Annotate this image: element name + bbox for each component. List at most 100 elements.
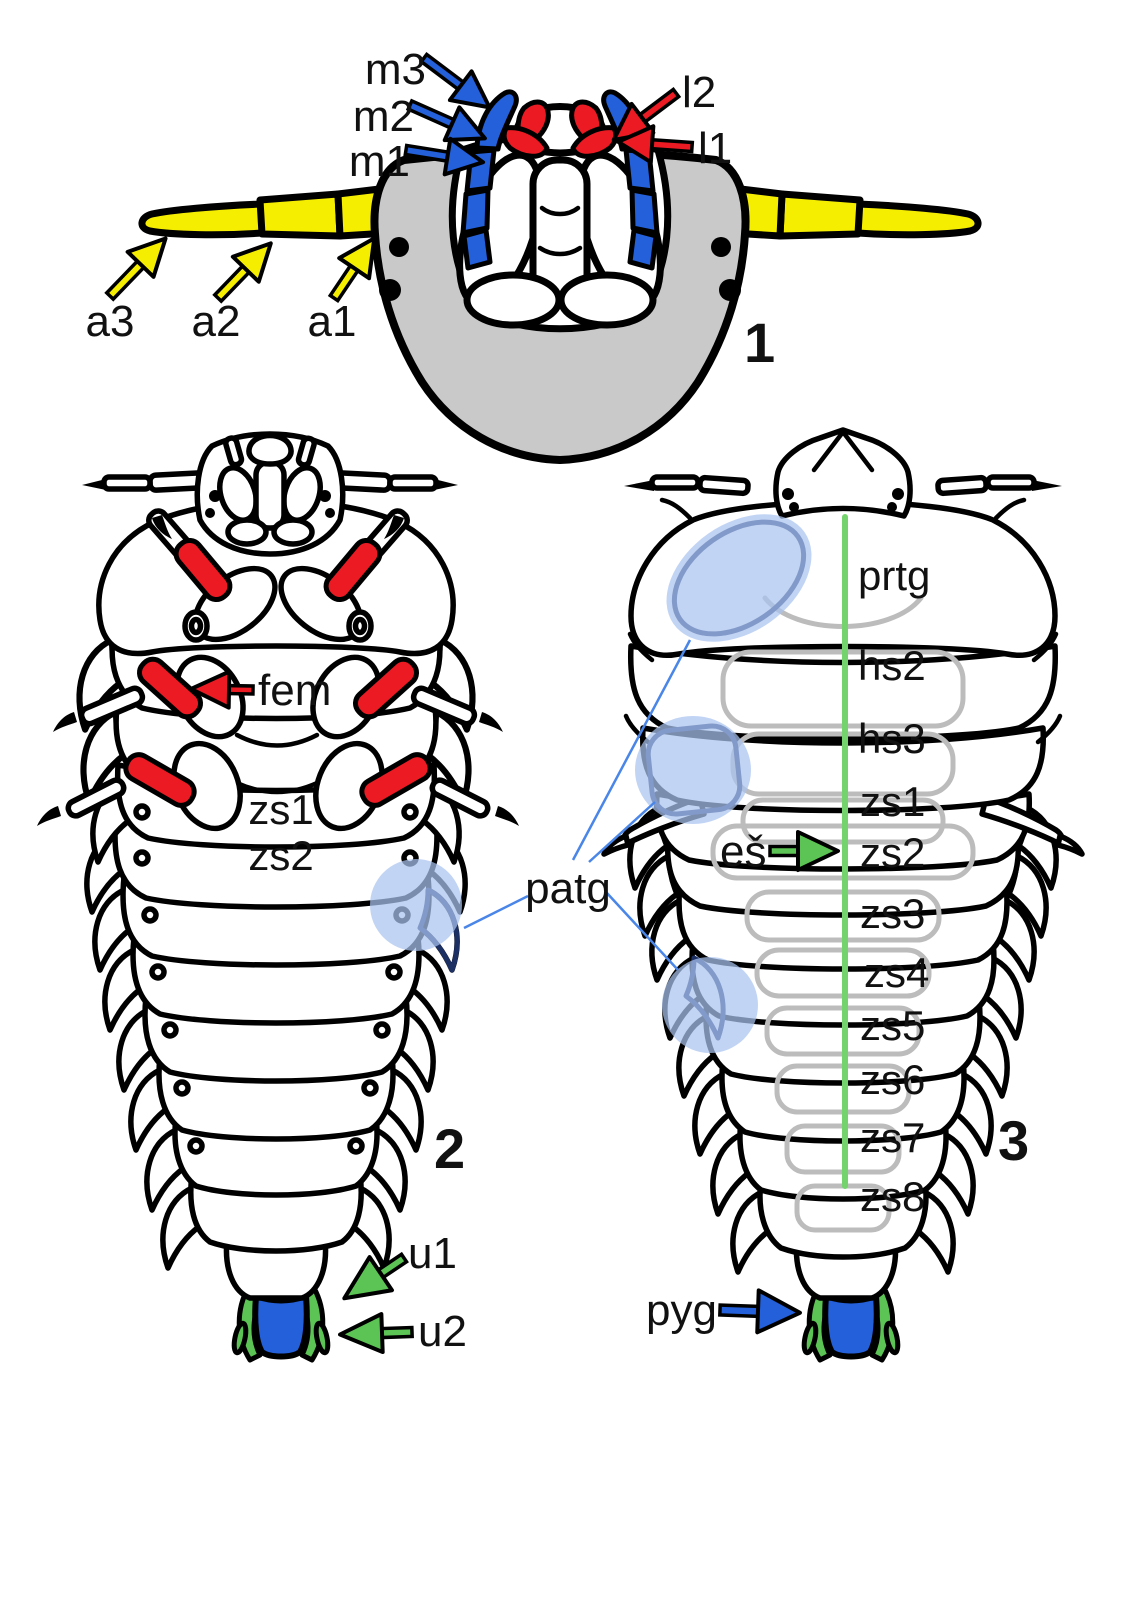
label-zs3: zs3 [860, 890, 925, 937]
label-zs2-ventral: zs2 [248, 832, 313, 879]
spur [627, 631, 655, 663]
label-hs2: hs2 [858, 642, 926, 689]
label-m2: m2 [353, 92, 414, 141]
figure-2-head [82, 431, 458, 557]
label-zs5: zs5 [860, 1002, 925, 1049]
antenna-segment-a3 [854, 200, 982, 239]
right-antenna [712, 182, 982, 240]
claw [495, 806, 519, 826]
patg-connector-line [463, 894, 529, 930]
a3-arrow-icon [104, 236, 168, 302]
a2-arrow-icon [212, 241, 273, 304]
stemma [789, 502, 799, 512]
figure-2-larva-ventral: fem zs1 zs2 u1 u2 2 [37, 431, 519, 1363]
stemma [892, 488, 904, 500]
labial-lobe [463, 271, 563, 329]
patg-connector-line [605, 891, 679, 971]
antenna-tip [624, 480, 654, 491]
spiracle [133, 849, 151, 867]
antenna-segment-a2 [776, 190, 864, 240]
fem-arrow-icon [189, 669, 255, 710]
urogomphus-u2-left [231, 1320, 249, 1356]
spiracle [173, 1079, 191, 1097]
spiracle [149, 963, 167, 981]
tibia [78, 685, 146, 727]
stemma [389, 237, 409, 257]
spiracle [347, 1137, 365, 1155]
antenna-segment [985, 474, 1037, 491]
spiracle [141, 906, 159, 924]
spiracle [133, 803, 151, 821]
l1-arrow-icon [616, 124, 695, 165]
spiracle [401, 803, 419, 821]
spur [1031, 631, 1059, 663]
label-hs3: hs3 [858, 715, 926, 762]
stemma [719, 279, 741, 301]
m3-arrow-icon [418, 51, 492, 110]
femur-red [352, 656, 420, 720]
tibia [410, 685, 478, 727]
stemma [379, 279, 401, 301]
urogomphus-tip-left [801, 1320, 819, 1356]
u2-arrow-icon [338, 1312, 414, 1355]
mouthparts [448, 89, 672, 333]
claw [37, 806, 61, 826]
left-maxillary-palp [460, 89, 519, 271]
label-a2: a2 [192, 297, 241, 346]
m2-arrow-icon [405, 98, 487, 143]
antenna-tip [434, 479, 458, 490]
patg-callout: patg [463, 639, 692, 971]
label-u1: u1 [408, 1229, 457, 1278]
leg-stub-tip [601, 833, 631, 857]
a1-arrow-icon [327, 236, 377, 303]
m1-arrow-icon [403, 136, 486, 177]
front-legs [146, 508, 410, 643]
tibia [65, 777, 127, 819]
tibia [429, 777, 491, 819]
pygidium [822, 1291, 880, 1360]
antenna-segment [387, 474, 439, 492]
antenna-segment [649, 474, 701, 491]
abdominal-segments [87, 762, 465, 1268]
label-pyg: pyg [646, 1286, 717, 1335]
antenna-segment-a2 [256, 190, 344, 240]
spiracle [385, 963, 403, 981]
u1-arrow-icon [342, 1251, 409, 1301]
label-es: eš [720, 827, 766, 876]
label-zs2: zs2 [860, 829, 925, 876]
spiracle [187, 1137, 205, 1155]
label-m1: m1 [349, 137, 410, 186]
pyg-arrow-icon [718, 1288, 802, 1335]
mouthparts-small [217, 432, 323, 547]
paratergite-highlight [370, 859, 462, 951]
label-l1: l1 [698, 124, 732, 173]
head-capsule [773, 427, 913, 519]
femur-red [359, 752, 433, 808]
stemma [325, 508, 335, 518]
stemma [205, 508, 215, 518]
hind-legs [37, 740, 519, 832]
spur [993, 497, 1027, 521]
label-fem: fem [258, 666, 331, 715]
antenna-tip [1032, 480, 1062, 491]
patg-connector-line [571, 639, 692, 861]
antenna-segment-a3 [138, 200, 266, 239]
spiracle [161, 1021, 179, 1039]
stemma [711, 237, 731, 257]
femur-red [136, 656, 204, 720]
label-a3: a3 [86, 297, 135, 346]
claw [479, 712, 503, 732]
label-zs1: zs1 [860, 778, 925, 825]
antenna-tip [82, 479, 106, 490]
figure-3-larva-dorsal: prtg hs2 hs3 zs1 zs2 zs3 zs4 zs5 zs6 zs7… [601, 427, 1085, 1363]
left-antenna [138, 182, 408, 240]
figure-3-number: 3 [998, 1109, 1029, 1172]
femur-red [123, 752, 197, 808]
paratergite-highlight [635, 716, 751, 824]
femur-red [173, 538, 233, 602]
stemma [887, 502, 897, 512]
stemma [782, 488, 794, 500]
claw [53, 712, 77, 732]
labial-lobe [557, 271, 657, 329]
